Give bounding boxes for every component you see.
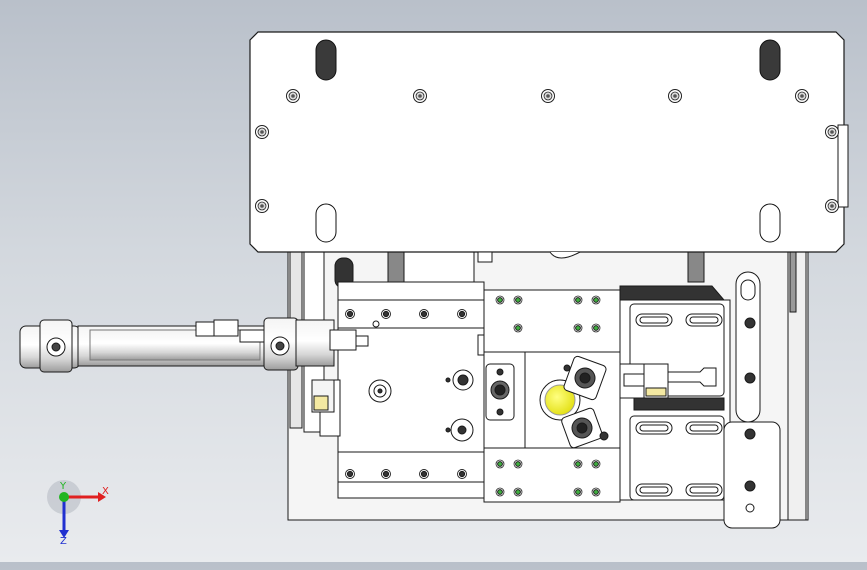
z-axis-label: Z xyxy=(60,536,67,547)
center-block xyxy=(483,289,621,503)
x-axis-label: X xyxy=(102,486,109,497)
y-axis-label: Y xyxy=(59,481,67,492)
right-panels xyxy=(619,271,781,529)
pneumatic-cylinder xyxy=(19,317,369,373)
top-mounting-plate xyxy=(249,31,849,263)
slide-block xyxy=(311,281,509,499)
axis-triad: X Y Z xyxy=(47,480,109,547)
